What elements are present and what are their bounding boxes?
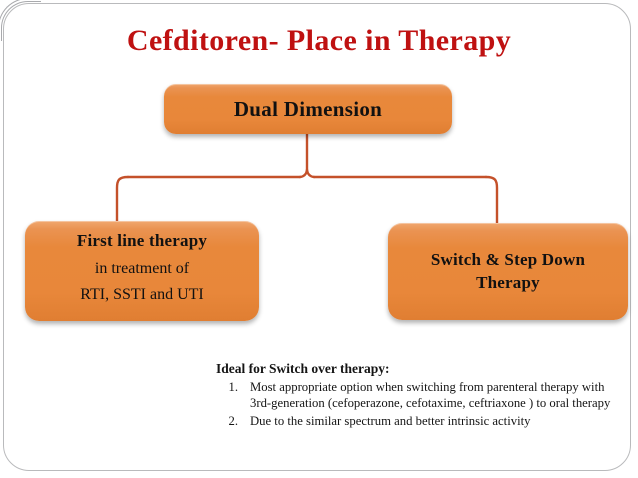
node-first-line-therapy-subline-1: in treatment of [94,259,190,277]
node-switch-step-down-label-line-2: Therapy [476,272,540,292]
connector-lines [115,132,499,225]
node-switch-step-down-label: Switch & Step Down Therapy [417,249,599,294]
list-item-text: Due to the similar spectrum and better i… [250,413,531,428]
node-switch-step-down-label-line-1: Switch & Step Down [430,249,586,269]
notes-block: Ideal for Switch over therapy: 1. Most a… [216,360,628,429]
notes-heading: Ideal for Switch over therapy: [216,361,390,376]
node-dual-dimension[interactable]: Dual Dimension [164,84,452,134]
page-title: Cefditoren- Place in Therapy [126,24,512,57]
node-dual-dimension-label: Dual Dimension [233,96,383,121]
node-first-line-therapy[interactable]: First line therapy in treatment of RTI, … [25,221,259,321]
list-item-number: 1. [228,380,238,395]
list-item: 2. Due to the similar spectrum and bette… [216,413,628,429]
node-first-line-therapy-label: First line therapy [76,230,208,250]
node-first-line-therapy-subline-2: RTI, SSTI and UTI [80,285,204,303]
list-item: 1. Most appropriate option when switchin… [216,379,628,412]
notes-list: 1. Most appropriate option when switchin… [216,379,628,429]
node-switch-step-down-therapy[interactable]: Switch & Step Down Therapy [388,223,628,320]
list-item-number: 2. [228,413,238,428]
list-item-text: Most appropriate option when switching f… [250,380,611,411]
